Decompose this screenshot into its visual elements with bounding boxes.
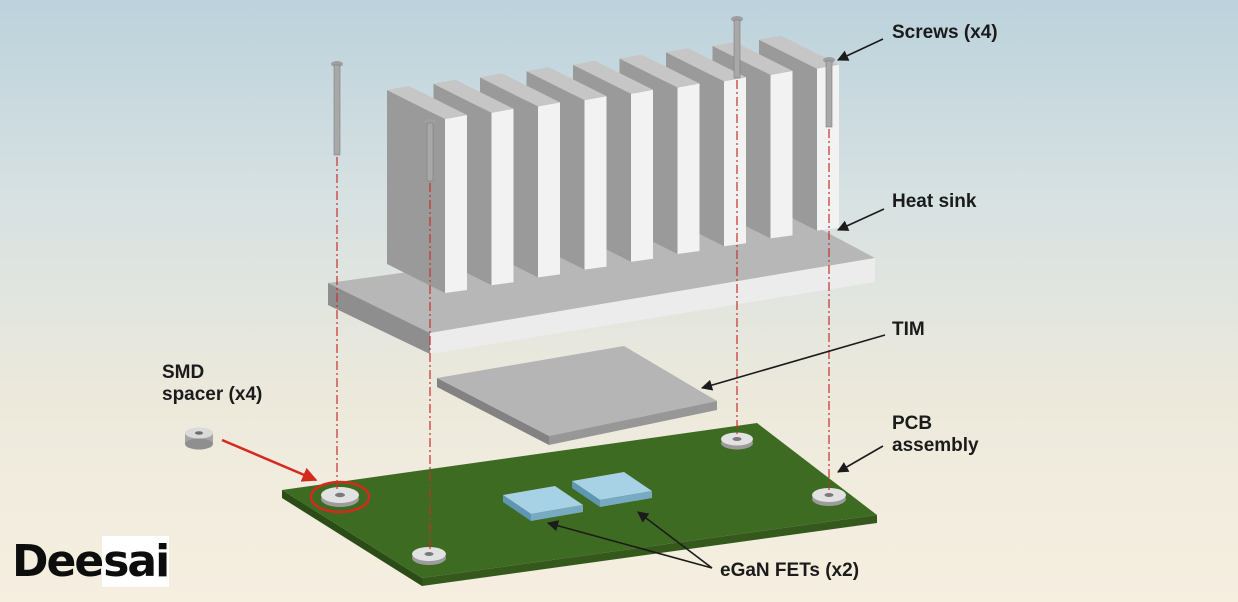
screw — [731, 16, 743, 79]
fet-leader — [546, 520, 713, 569]
watermark-part2: sai — [102, 536, 170, 587]
tim-pad — [437, 346, 717, 445]
tim-label: TIM — [892, 319, 925, 340]
spacer-arrow — [221, 438, 318, 482]
screws-label: Screws (x4) — [892, 22, 998, 43]
heat-sink-leader — [836, 208, 885, 231]
watermark-logo: Deesai — [12, 536, 170, 588]
egan-fet — [572, 472, 652, 507]
pcb-spacer — [321, 487, 359, 507]
watermark-part1: Dee — [12, 536, 104, 587]
pcb-spacer — [721, 432, 753, 450]
smd-spacer-part — [185, 427, 213, 450]
heat-sink-label: Heat sink — [892, 191, 977, 212]
egan-fet — [503, 486, 583, 521]
screw — [424, 119, 436, 182]
tim-leader — [700, 334, 886, 391]
screw — [823, 57, 835, 128]
pcb-spacer — [412, 547, 446, 565]
smd-spacer-label: SMD spacer (x4) — [162, 362, 263, 405]
pcb-leader — [837, 445, 884, 473]
pcb-assembly-label: PCB assembly — [892, 413, 979, 456]
heat-sink-fin — [387, 86, 467, 293]
spacer-highlight-ring — [309, 480, 371, 514]
screw — [331, 61, 343, 156]
heat-sink — [328, 35, 875, 354]
screws-leader — [836, 38, 884, 61]
fet-leader — [637, 511, 713, 569]
egan-fets-label: eGaN FETs (x2) — [720, 560, 860, 581]
pcb-spacer — [812, 488, 846, 506]
